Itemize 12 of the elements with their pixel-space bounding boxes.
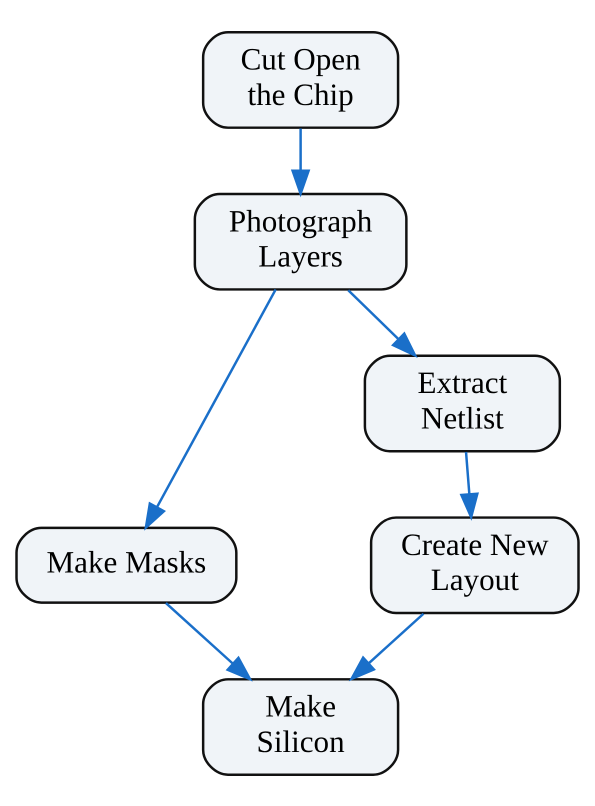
- node-box: Cut Open the Chip: [202, 30, 400, 128]
- arrow: [165, 602, 253, 682]
- arrow: [347, 288, 418, 358]
- node-box: Extract Netlist: [364, 354, 562, 452]
- arrow: [348, 612, 424, 681]
- node-box: Create New Layout: [370, 516, 580, 614]
- arrow: [460, 451, 479, 520]
- node-box: Photograph Layers: [194, 192, 408, 290]
- arrow: [144, 288, 277, 530]
- node-box: Make Masks: [15, 526, 238, 604]
- arrow: [290, 128, 310, 197]
- node-box: Make Silicon: [202, 678, 400, 776]
